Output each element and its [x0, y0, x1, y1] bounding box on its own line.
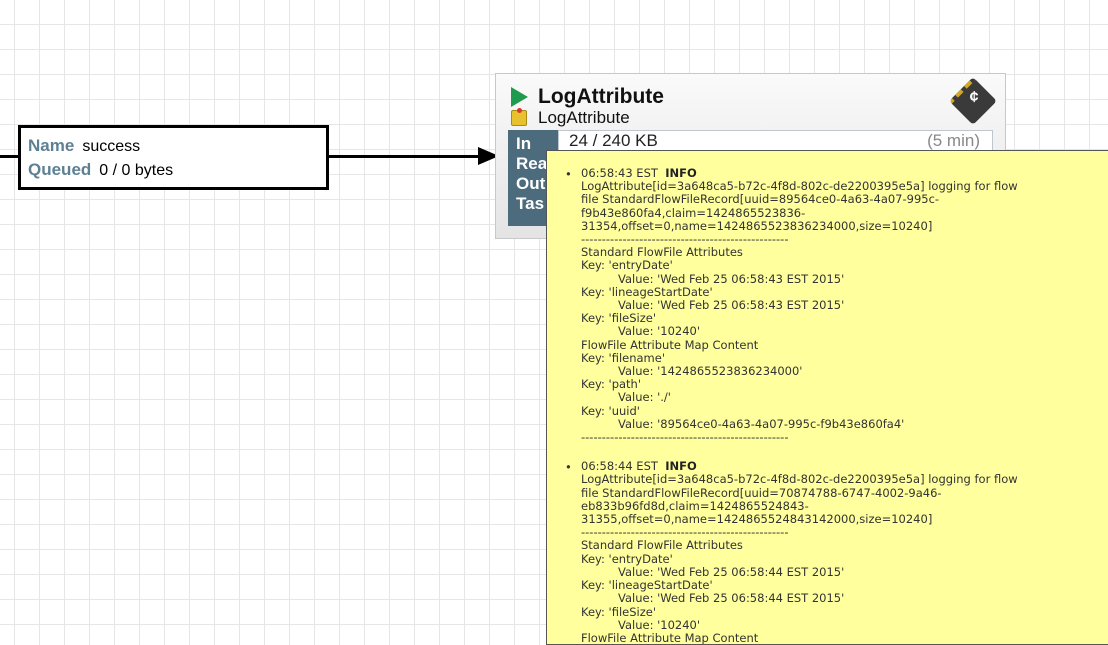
bulletin-message-line: file StandardFlowFileRecord[uuid=89564ce…	[581, 192, 940, 207]
attribute-line: FlowFile Attribute Map Content	[581, 630, 759, 645]
bulletin-entry: 06:58:44 EST INFOLogAttribute[id=3a648ca…	[565, 460, 1108, 645]
running-icon	[511, 87, 528, 107]
bulletin-level: INFO	[665, 166, 697, 180]
queued-label: Queued	[28, 160, 92, 179]
connection-line-right[interactable]	[328, 155, 480, 158]
attribute-line: Key: 'uuid'	[581, 403, 640, 418]
attribute-line: FlowFile Attribute Map Content	[581, 337, 759, 352]
bulletin-time: 06:58:43 EST	[581, 166, 658, 180]
bulletin-tooltip: 06:58:43 EST INFOLogAttribute[id=3a648ca…	[546, 150, 1108, 645]
attribute-line: Key: 'fileSize'	[581, 604, 656, 619]
connection-name: success	[82, 138, 141, 155]
attribute-line: Standard FlowFile Attributes	[581, 538, 743, 553]
attribute-line: Key: 'lineageStartDate'	[581, 284, 713, 299]
stats-labels: In Rea Out Tas	[508, 130, 558, 226]
stat-label-out: Out	[516, 174, 546, 193]
bulletin-message-line: f9b43e860fa4,claim=1424865523836-	[581, 205, 806, 220]
processor-type: LogAttribute	[538, 108, 630, 127]
arrowhead-icon	[478, 147, 499, 165]
attribute-line: Key: 'filename'	[581, 350, 665, 365]
stat-label-tasks: Tas	[516, 194, 545, 213]
attribute-line: Value: 'Wed Feb 25 06:58:44 EST 2015'	[618, 564, 845, 579]
attribute-line: ----------------------------------------…	[581, 430, 789, 445]
attribute-line: Standard FlowFile Attributes	[581, 245, 743, 260]
attribute-line: Key: 'path'	[581, 377, 642, 392]
attribute-line: Key: 'lineageStartDate'	[581, 578, 713, 593]
stat-label-read-write: Rea	[516, 154, 548, 173]
bulletin-message-line: 31354,offset=0,name=1424865523836234000,…	[581, 218, 933, 233]
attribute-line: Key: 'fileSize'	[581, 311, 656, 326]
bulletin-header: 06:58:43 EST INFO	[581, 166, 1108, 180]
queued-value: 0 / 0 bytes	[99, 162, 174, 179]
bulletin-header: 06:58:44 EST INFO	[581, 460, 1108, 473]
processor-name: LogAttribute	[538, 85, 664, 108]
attribute-line: Value: '89564ce0-4a63-4a07-995c-f9b43e86…	[618, 416, 905, 431]
bulletin-message-line: eb833b96fd8d,claim=1424865524843-	[581, 498, 809, 513]
attribute-line: Value: './'	[618, 390, 671, 405]
attribute-line: Value: 'Wed Feb 25 06:58:44 EST 2015'	[618, 591, 845, 606]
connection-line-left[interactable]	[0, 155, 20, 158]
stats-duration: (5 min)	[927, 131, 980, 150]
processor-chip-icon: ¢	[948, 76, 998, 126]
bulletin-time: 06:58:44 EST	[581, 459, 658, 474]
attribute-line: Value: 'Wed Feb 25 06:58:43 EST 2015'	[618, 298, 845, 313]
attribute-line: Value: 'Wed Feb 25 06:58:43 EST 2015'	[618, 271, 845, 286]
bulletin-message-line: 31355,offset=0,name=1424865524843142000,…	[581, 512, 933, 527]
bulletin-message-line: file StandardFlowFileRecord[uuid=7087478…	[581, 485, 942, 500]
attribute-line: Value: '10240'	[618, 324, 701, 339]
bulletin-icon[interactable]	[511, 108, 527, 126]
separator: ----------------------------------------…	[581, 525, 789, 540]
attribute-line: Value: '10240'	[618, 617, 701, 632]
separator: ----------------------------------------…	[581, 232, 789, 247]
attribute-line: Value: '1424865523836234000'	[618, 364, 803, 379]
stat-label-in: In	[516, 134, 532, 153]
bulletin-message-line: LogAttribute[id=3a648ca5-b72c-4f8d-802c-…	[581, 179, 1018, 194]
connection-label[interactable]: Name success Queued 0 / 0 bytes	[18, 125, 329, 190]
attribute-line: Key: 'entryDate'	[581, 258, 673, 273]
attribute-line: Key: 'entryDate'	[581, 551, 673, 566]
bulletin-level: INFO	[665, 459, 697, 474]
bulletin-message-line: LogAttribute[id=3a648ca5-b72c-4f8d-802c-…	[581, 472, 1018, 487]
in-value: 24 / 240 KB	[569, 131, 658, 150]
bulletin-entry: 06:58:43 EST INFOLogAttribute[id=3a648ca…	[565, 166, 1108, 445]
name-label: Name	[28, 136, 75, 155]
